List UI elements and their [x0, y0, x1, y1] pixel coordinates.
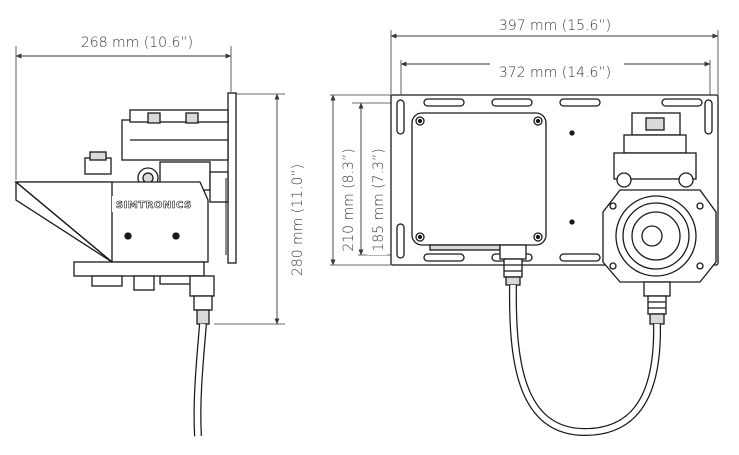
dim-side-height: 280 mm (11.0”) — [290, 164, 306, 276]
junction-gland — [499, 244, 527, 260]
dim-plate-width: 397 mm (15.6”) — [499, 18, 611, 34]
dim-hole-height: 185 mm (7.3”) — [371, 148, 387, 251]
dim-hole-spacing: 372 mm (14.6”) — [499, 65, 611, 81]
dim-side-width: 268 mm (10.6”) — [81, 35, 193, 51]
wall-plate-side — [227, 92, 237, 264]
detector-gland — [643, 281, 671, 297]
junction-box — [411, 112, 547, 246]
front-view — [330, 30, 719, 437]
dim-plate-height: 210 mm (8.3”) — [341, 148, 357, 251]
brand-label: SIMTRONICS — [116, 200, 192, 211]
side-cable-gland — [189, 275, 215, 297]
side-view: SIMTRONICS — [14, 46, 285, 437]
